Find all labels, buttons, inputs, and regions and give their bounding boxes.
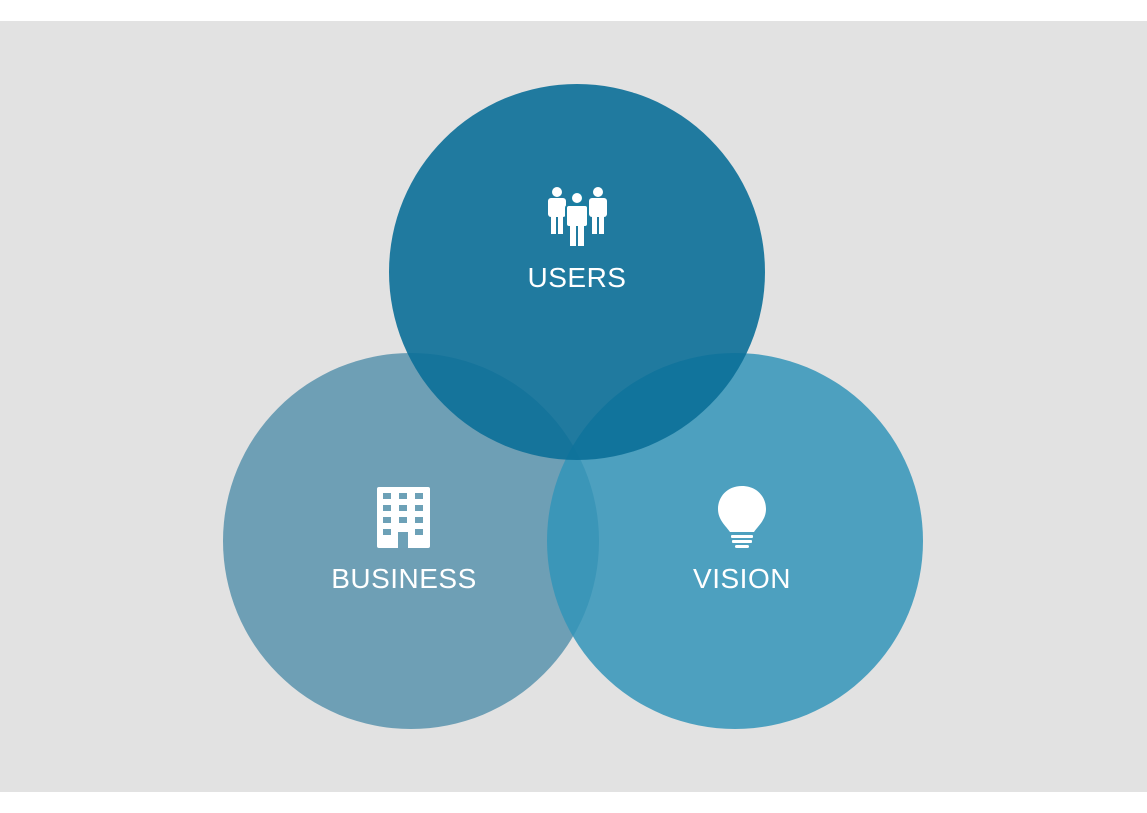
lightbulb-icon [718,486,766,548]
users-icon [548,187,607,246]
vision-label: VISION [693,563,791,594]
business-label: BUSINESS [331,563,477,594]
building-icon [377,487,430,548]
users-label: USERS [528,262,627,293]
users-circle [389,84,765,460]
